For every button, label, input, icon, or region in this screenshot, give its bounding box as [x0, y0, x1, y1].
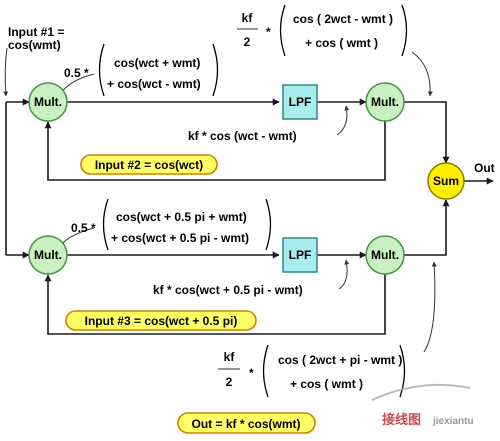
top-right-left-paren: [279, 4, 286, 57]
bottom-right-expr-leader: [423, 261, 437, 353]
bottom-lpf-expr-leader: [338, 259, 350, 290]
lpf-block-bottom: LPF: [282, 237, 318, 273]
watermark-swoosh: [371, 383, 471, 401]
top-mult-line1: cos(wct + wmt): [114, 56, 200, 70]
bottom-mult-line2: + cos(wct + 0.5 pi - wmt): [111, 231, 249, 245]
top-mult-right-paren: [212, 43, 219, 97]
top-right-expr-leader: [411, 51, 433, 97]
bottom-mult-coef: 0.5 *: [71, 221, 96, 235]
input3-highlight: Input #3 = cos(wct + 0.5 pi): [65, 310, 257, 331]
input3-loop-wire: [44, 273, 386, 335]
input2-highlight: Input #2 = cos(wct): [80, 154, 218, 175]
out-formula-highlight: Out = kf * cos(wmt): [177, 412, 316, 434]
mult-block-top-left: Mult.: [28, 82, 68, 122]
mult-block-bottom-left-label: Mult.: [34, 248, 62, 262]
bottom-mult-to-sum-wire: [404, 199, 450, 256]
top-right-line2: + cos ( wmt ): [305, 36, 378, 50]
top-right-numerator: kf: [242, 11, 254, 25]
bottom-right-star: *: [249, 366, 254, 380]
bottom-right-right-paren: [399, 344, 406, 398]
top-right-denominator: 2: [244, 35, 251, 49]
input3-label: Input #3 = cos(wct + 0.5 pi): [85, 314, 238, 328]
top-mult-line2: + cos(wct - wmt): [107, 77, 201, 91]
mult-block-bottom-right: Mult.: [365, 235, 405, 275]
sum-block: Sum: [427, 162, 465, 200]
watermark-line2: jiexiantu: [432, 416, 474, 427]
bottom-right-line2: + cos ( wmt ): [290, 377, 363, 391]
top-mult-left-paren: [98, 43, 105, 97]
top-right-line1: cos ( 2wct - wmt ): [293, 12, 393, 26]
top-right-expression: kf 2 * cos ( 2wct - wmt ) + cos ( wmt ): [237, 4, 408, 57]
bottom-mult-expression: 0.5 * cos(wct + 0.5 pi + wmt) + cos(wct …: [71, 198, 272, 251]
bottom-mult-line1: cos(wct + 0.5 pi + wmt): [116, 210, 247, 224]
mult-block-bottom-left: Mult.: [28, 235, 68, 275]
top-mult-expression: 0.5 * cos(wct + wmt) + cos(wct - wmt): [64, 43, 219, 97]
lpf-block-top-label: LPF: [289, 95, 312, 109]
bottom-mult-left-paren: [102, 198, 109, 251]
bottom-right-denominator: 2: [226, 375, 233, 389]
input1-label-line1: Input #1 =: [8, 25, 64, 39]
top-mult-coef: 0.5 *: [64, 66, 89, 80]
output-label: Out: [474, 161, 495, 175]
mult-block-top-right: Mult.: [365, 82, 405, 122]
bottom-mult-right-paren: [265, 198, 272, 251]
input2-label: Input #2 = cos(wct): [95, 158, 203, 172]
top-lpf-expression: kf * cos (wct - wmt): [188, 129, 297, 143]
bottom-right-left-paren: [262, 344, 269, 398]
bottom-lpf-expression: kf * cos(wct + 0.5 pi - wmt): [153, 283, 303, 297]
top-right-right-paren: [401, 4, 408, 57]
signal-wires: [5, 98, 494, 335]
mult-block-top-right-label: Mult.: [371, 95, 399, 109]
lpf-block-bottom-label: LPF: [289, 248, 312, 262]
lpf-block-top: LPF: [282, 84, 318, 120]
watermark: 接线图 jiexiantu: [371, 383, 474, 427]
top-right-star: *: [266, 25, 271, 39]
input2-loop-wire: [44, 120, 386, 181]
bottom-right-expression: kf 2 * cos ( 2wct + pi - wmt ) + cos ( w…: [218, 344, 406, 398]
top-mult-to-sum-wire: [404, 101, 450, 164]
mult-block-bottom-right-label: Mult.: [371, 248, 399, 262]
top-lpf-expr-leader: [336, 105, 350, 136]
input1-leader: [3, 47, 9, 97]
input1-label-line2: cos(wmt): [8, 38, 61, 52]
bottom-right-numerator: kf: [224, 350, 236, 364]
sum-block-label: Sum: [433, 174, 459, 188]
mult-block-top-left-label: Mult.: [34, 95, 62, 109]
watermark-line1: 接线图: [382, 412, 421, 427]
bottom-right-line1: cos ( 2wct + pi - wmt ): [278, 353, 402, 367]
out-formula-label: Out = kf * cos(wmt): [191, 417, 300, 431]
